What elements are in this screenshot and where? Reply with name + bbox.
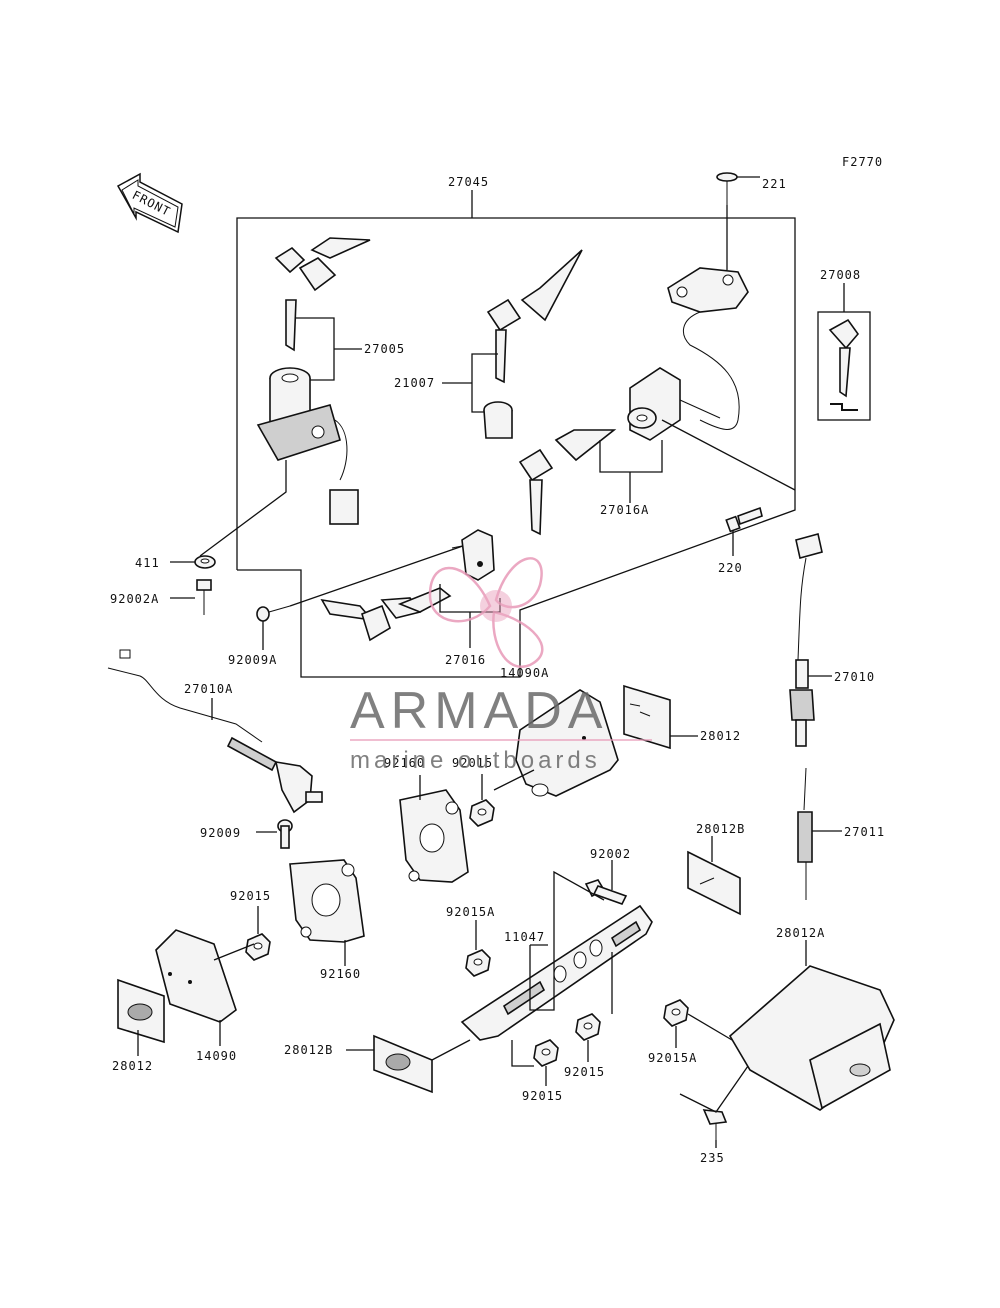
label-92160-low: 92160 [320, 967, 361, 981]
reflector-housing-28012A [728, 965, 895, 1111]
label-27005: 27005 [364, 342, 405, 356]
label-92009: 92009 [200, 826, 241, 840]
label-92002: 92002 [590, 847, 631, 861]
figure-code: F2770 [842, 155, 883, 169]
screw-221 [716, 172, 760, 270]
key-27008 [817, 311, 871, 421]
propeller-logo-icon [428, 557, 544, 668]
key-21007 [486, 249, 583, 384]
seat-lock-27016A [627, 367, 721, 441]
label-411: 411 [135, 556, 160, 570]
label-220: 220 [718, 561, 743, 575]
seat-lock-27016 [451, 529, 495, 581]
label-28012-low: 28012 [112, 1059, 153, 1073]
nut-411 [194, 555, 216, 569]
screw-235 [702, 1109, 728, 1140]
label-235: 235 [700, 1151, 725, 1165]
gasket-92160-top [399, 789, 469, 883]
label-92015-bottom: 92015 [522, 1089, 563, 1103]
label-92015A-right: 92015A [648, 1051, 697, 1065]
reflector-28012-low [117, 978, 165, 1044]
cable-27010A [107, 649, 323, 814]
bolt-92002A [196, 579, 212, 615]
label-92160-top: 92160 [384, 756, 425, 770]
label-27010: 27010 [834, 670, 875, 684]
key-27016 [320, 587, 452, 642]
label-14090: 14090 [196, 1049, 237, 1063]
label-92009A: 92009A [228, 653, 277, 667]
bracket-14090 [155, 929, 237, 1023]
nut-92015-left [245, 933, 271, 961]
nut-92015A-right [663, 999, 689, 1027]
nut-92015A-mid [465, 949, 491, 977]
ignition-switch-body [256, 367, 359, 525]
reflector-28012B-low [373, 1034, 433, 1094]
spring-27011 [797, 767, 813, 900]
screw-92009A [256, 605, 291, 622]
label-92015-top: 92015 [452, 756, 493, 770]
label-27011: 27011 [844, 825, 885, 839]
label-27016: 27016 [445, 653, 486, 667]
label-14090A: 14090A [500, 666, 549, 680]
bolt-92002 [584, 879, 628, 905]
label-28012A: 28012A [776, 926, 825, 940]
screw-92009 [277, 819, 293, 849]
nut-92015-top [469, 799, 495, 827]
watermark-tagline: marine outboards [350, 747, 601, 774]
bracket-14090A [515, 689, 619, 797]
front-arrow-icon: FRONT [116, 172, 183, 234]
watermark-brand: ARMADA [350, 682, 608, 740]
label-27008: 27008 [820, 268, 861, 282]
armada-watermark: ARMADA marine outboards [350, 557, 652, 774]
key-27005 [274, 237, 371, 352]
nut-92015-mid [575, 1013, 601, 1041]
label-28012B-low: 28012B [284, 1043, 333, 1057]
label-27016A: 27016A [600, 503, 649, 517]
switch-27010 [789, 533, 823, 747]
label-11047: 11047 [504, 930, 545, 944]
screw-220 [725, 506, 763, 533]
ignition-switch-set-outline [236, 190, 796, 678]
label-92015-left: 92015 [230, 889, 271, 903]
label-27045: 27045 [448, 175, 489, 189]
label-28012-top: 28012 [700, 729, 741, 743]
label-28012B-right: 28012B [696, 822, 745, 836]
switch-bracket [667, 267, 749, 430]
bracket-plate-11047 [460, 904, 653, 1041]
label-92015A-mid: 92015A [446, 905, 495, 919]
label-27010A: 27010A [184, 682, 233, 696]
label-92002A: 92002A [110, 592, 159, 606]
lock-cylinder-21007 [483, 401, 513, 439]
label-92015-mid: 92015 [564, 1065, 605, 1079]
label-21007: 21007 [394, 376, 435, 390]
reflector-28012B-right [687, 850, 741, 916]
gasket-92160-low [289, 859, 365, 943]
key-27016A [518, 429, 617, 536]
reflector-28012-top [623, 684, 671, 750]
label-221: 221 [762, 177, 787, 191]
nut-92015-bottom [533, 1039, 559, 1067]
